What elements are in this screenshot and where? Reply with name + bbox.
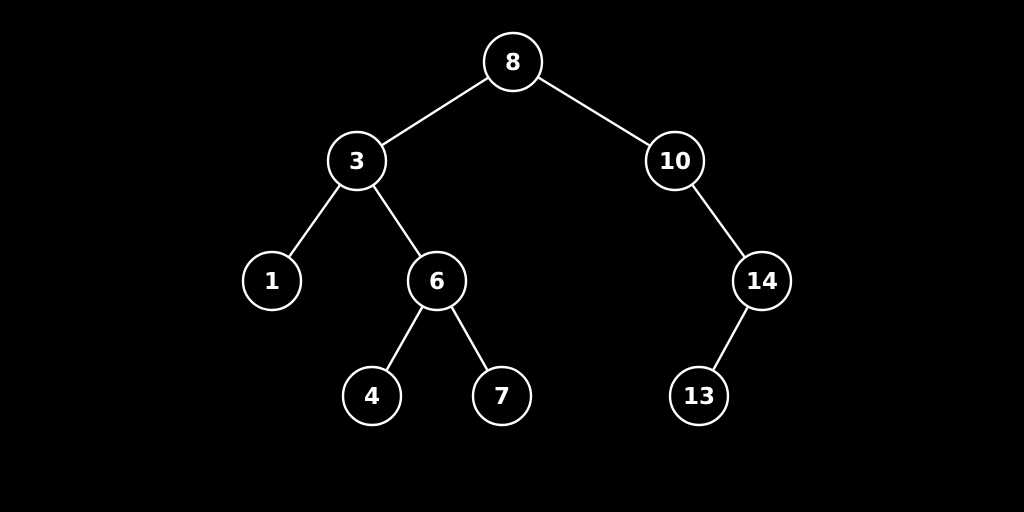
node-circle-10 [644,130,706,192]
node-circle-1 [241,250,303,312]
node-circle-4 [341,365,403,427]
node-label-6: 6 [429,269,445,295]
tree-node-4[interactable]: 4 [341,365,403,427]
node-label-4: 4 [364,384,380,410]
tree-edge-6-4 [385,305,424,372]
tree-node-8[interactable]: 8 [482,31,544,93]
node-label-10: 10 [659,149,691,175]
edge-group [287,75,750,372]
tree-edge-8-10 [536,75,652,148]
node-label-1: 1 [264,269,280,295]
tree-node-1[interactable]: 1 [241,250,303,312]
node-circle-3 [326,130,388,192]
tree-edge-6-7 [450,305,489,372]
tree-node-6[interactable]: 6 [406,250,468,312]
tree-node-13[interactable]: 13 [668,365,730,427]
node-label-8: 8 [505,50,521,76]
tree-edge-8-3 [380,76,490,147]
node-label-14: 14 [746,269,778,295]
tree-node-7[interactable]: 7 [471,365,533,427]
tree-edge-3-6 [371,183,423,259]
node-circle-7 [471,365,533,427]
tree-edge-10-14 [690,183,747,259]
node-label-13: 13 [683,384,715,410]
node-circle-14 [731,250,793,312]
node-circle-6 [406,250,468,312]
tree-node-14[interactable]: 14 [731,250,793,312]
node-label-3: 3 [349,149,365,175]
tree-node-3[interactable]: 3 [326,130,388,192]
node-group: 8 3 10 1 6 14 4 7 13 [241,31,793,427]
node-label-7: 7 [494,384,510,410]
node-circle-8 [482,31,544,93]
tree-edge-3-1 [287,183,342,259]
node-circle-13 [668,365,730,427]
tree-node-10[interactable]: 10 [644,130,706,192]
tree-edge-14-13 [711,305,750,372]
